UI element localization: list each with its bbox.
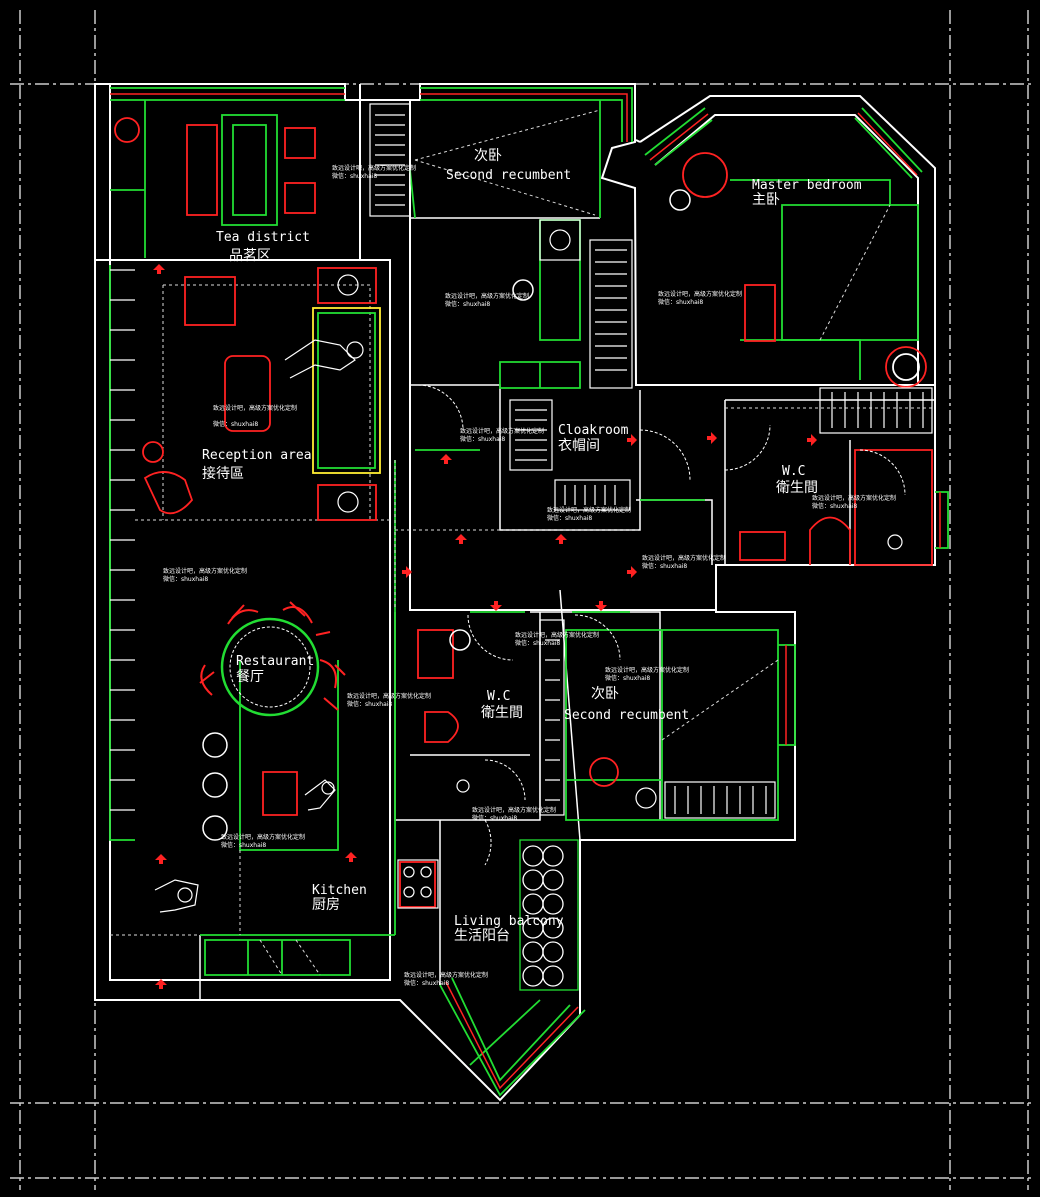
note-line: 微信：shuxhai8 <box>515 639 560 647</box>
note-line: 微信：shuxhai8 <box>658 298 703 306</box>
note-line: 微信：shuxhai8 <box>642 562 687 570</box>
note-line: 微信：shuxhai8 <box>460 435 505 443</box>
note-line: 微信：shuxhai8 <box>404 979 449 987</box>
watermark-notes: 致远设计吧，高级方案优化定制 微信：shuxhai8 致远设计吧，高级方案优化定… <box>163 164 896 987</box>
room-label-zh: 次卧 <box>591 686 619 702</box>
note-line: 致远设计吧，高级方案优化定制 <box>404 971 488 979</box>
note-line: 致远设计吧，高级方案优化定制 <box>347 692 431 700</box>
note-line: 致远设计吧，高级方案优化定制 <box>472 806 556 814</box>
note-line: 致远设计吧，高级方案优化定制 <box>642 554 726 562</box>
note-line: 微信：shuxhai8 <box>472 814 517 822</box>
room-label-zh: 生活阳台 <box>454 928 510 944</box>
note-line: 微信：shuxhai8 <box>605 674 650 682</box>
room-label-en: Living balcony <box>454 914 564 929</box>
drawing-frame <box>10 10 1035 1190</box>
note-line: 微信：shuxhai8 <box>332 172 377 180</box>
room-label-zh: 次卧 <box>474 148 502 164</box>
room-labels: Tea district 品茗区 Second recumbent 次卧 Mas… <box>202 148 862 944</box>
note-line: 致远设计吧，高级方案优化定制 <box>332 164 416 172</box>
note-line: 微信：shuxhai8 <box>163 575 208 583</box>
room-label-zh: 接待區 <box>202 465 244 482</box>
room-label-en: Cloakroom <box>558 423 629 438</box>
note-line: 微信：shuxhai8 <box>347 700 392 708</box>
note-line: 致远设计吧，高级方案优化定制 <box>221 833 305 841</box>
windows <box>109 87 949 1097</box>
room-label-zh: 品茗区 <box>229 248 271 264</box>
room-label-en: Kitchen <box>312 883 367 898</box>
balcony-pots <box>519 839 579 991</box>
note-line: 致远设计吧，高级方案优化定制 <box>605 666 689 674</box>
note-line: 微信：shuxhai8 <box>445 300 490 308</box>
room-label-en: W.C <box>487 689 510 704</box>
note-line: 致远设计吧，高级方案优化定制 <box>547 506 631 514</box>
dining-set <box>199 189 691 841</box>
note-line: 致远设计吧，高级方案优化定制 <box>445 292 529 300</box>
note-line: 致远设计吧，高级方案优化定制 <box>658 290 742 298</box>
room-label-en: Second recumbent <box>446 168 571 183</box>
furniture <box>114 114 933 908</box>
room-label-en: Tea district <box>216 230 310 245</box>
note-line: 微信：shuxhai8 <box>547 514 592 522</box>
note-line: 致远设计吧，高级方案优化定制 <box>163 567 247 575</box>
room-label-en: Reception area <box>202 448 312 463</box>
note-line: 致远设计吧，高级方案优化定制 <box>460 427 544 435</box>
room-label-en: W.C <box>782 464 805 479</box>
note-line: 致远设计吧，高级方案优化定制 <box>812 494 896 502</box>
window-red-lines <box>110 93 941 1090</box>
room-label-zh: 衛生間 <box>776 480 818 496</box>
note-line: 致远设计吧，高级方案优化定制 <box>515 631 599 639</box>
flow-arrows <box>153 264 817 989</box>
room-label-zh: 餐厅 <box>236 669 264 685</box>
wardrobes <box>110 103 933 909</box>
note-line: 微信：shuxhai8 <box>221 841 266 849</box>
note-line: 微信：shuxhai8 <box>812 502 857 510</box>
room-label-en: Master bedroom <box>752 178 862 193</box>
room-label-en: Second recumbent <box>564 708 689 723</box>
note-line: 致远设计吧，高级方案优化定制 <box>213 404 297 412</box>
room-label-zh: 厨房 <box>312 897 340 913</box>
people-figures <box>154 339 364 913</box>
room-label-zh: 衣帽间 <box>558 438 600 454</box>
note-line: 微信：shuxhai8 <box>213 420 258 428</box>
room-label-zh: 衛生間 <box>481 705 523 721</box>
room-label-en: Restaurant <box>236 654 314 669</box>
doors <box>417 384 906 866</box>
exterior-walls <box>94 83 936 1102</box>
room-label-zh: 主卧 <box>752 192 780 208</box>
